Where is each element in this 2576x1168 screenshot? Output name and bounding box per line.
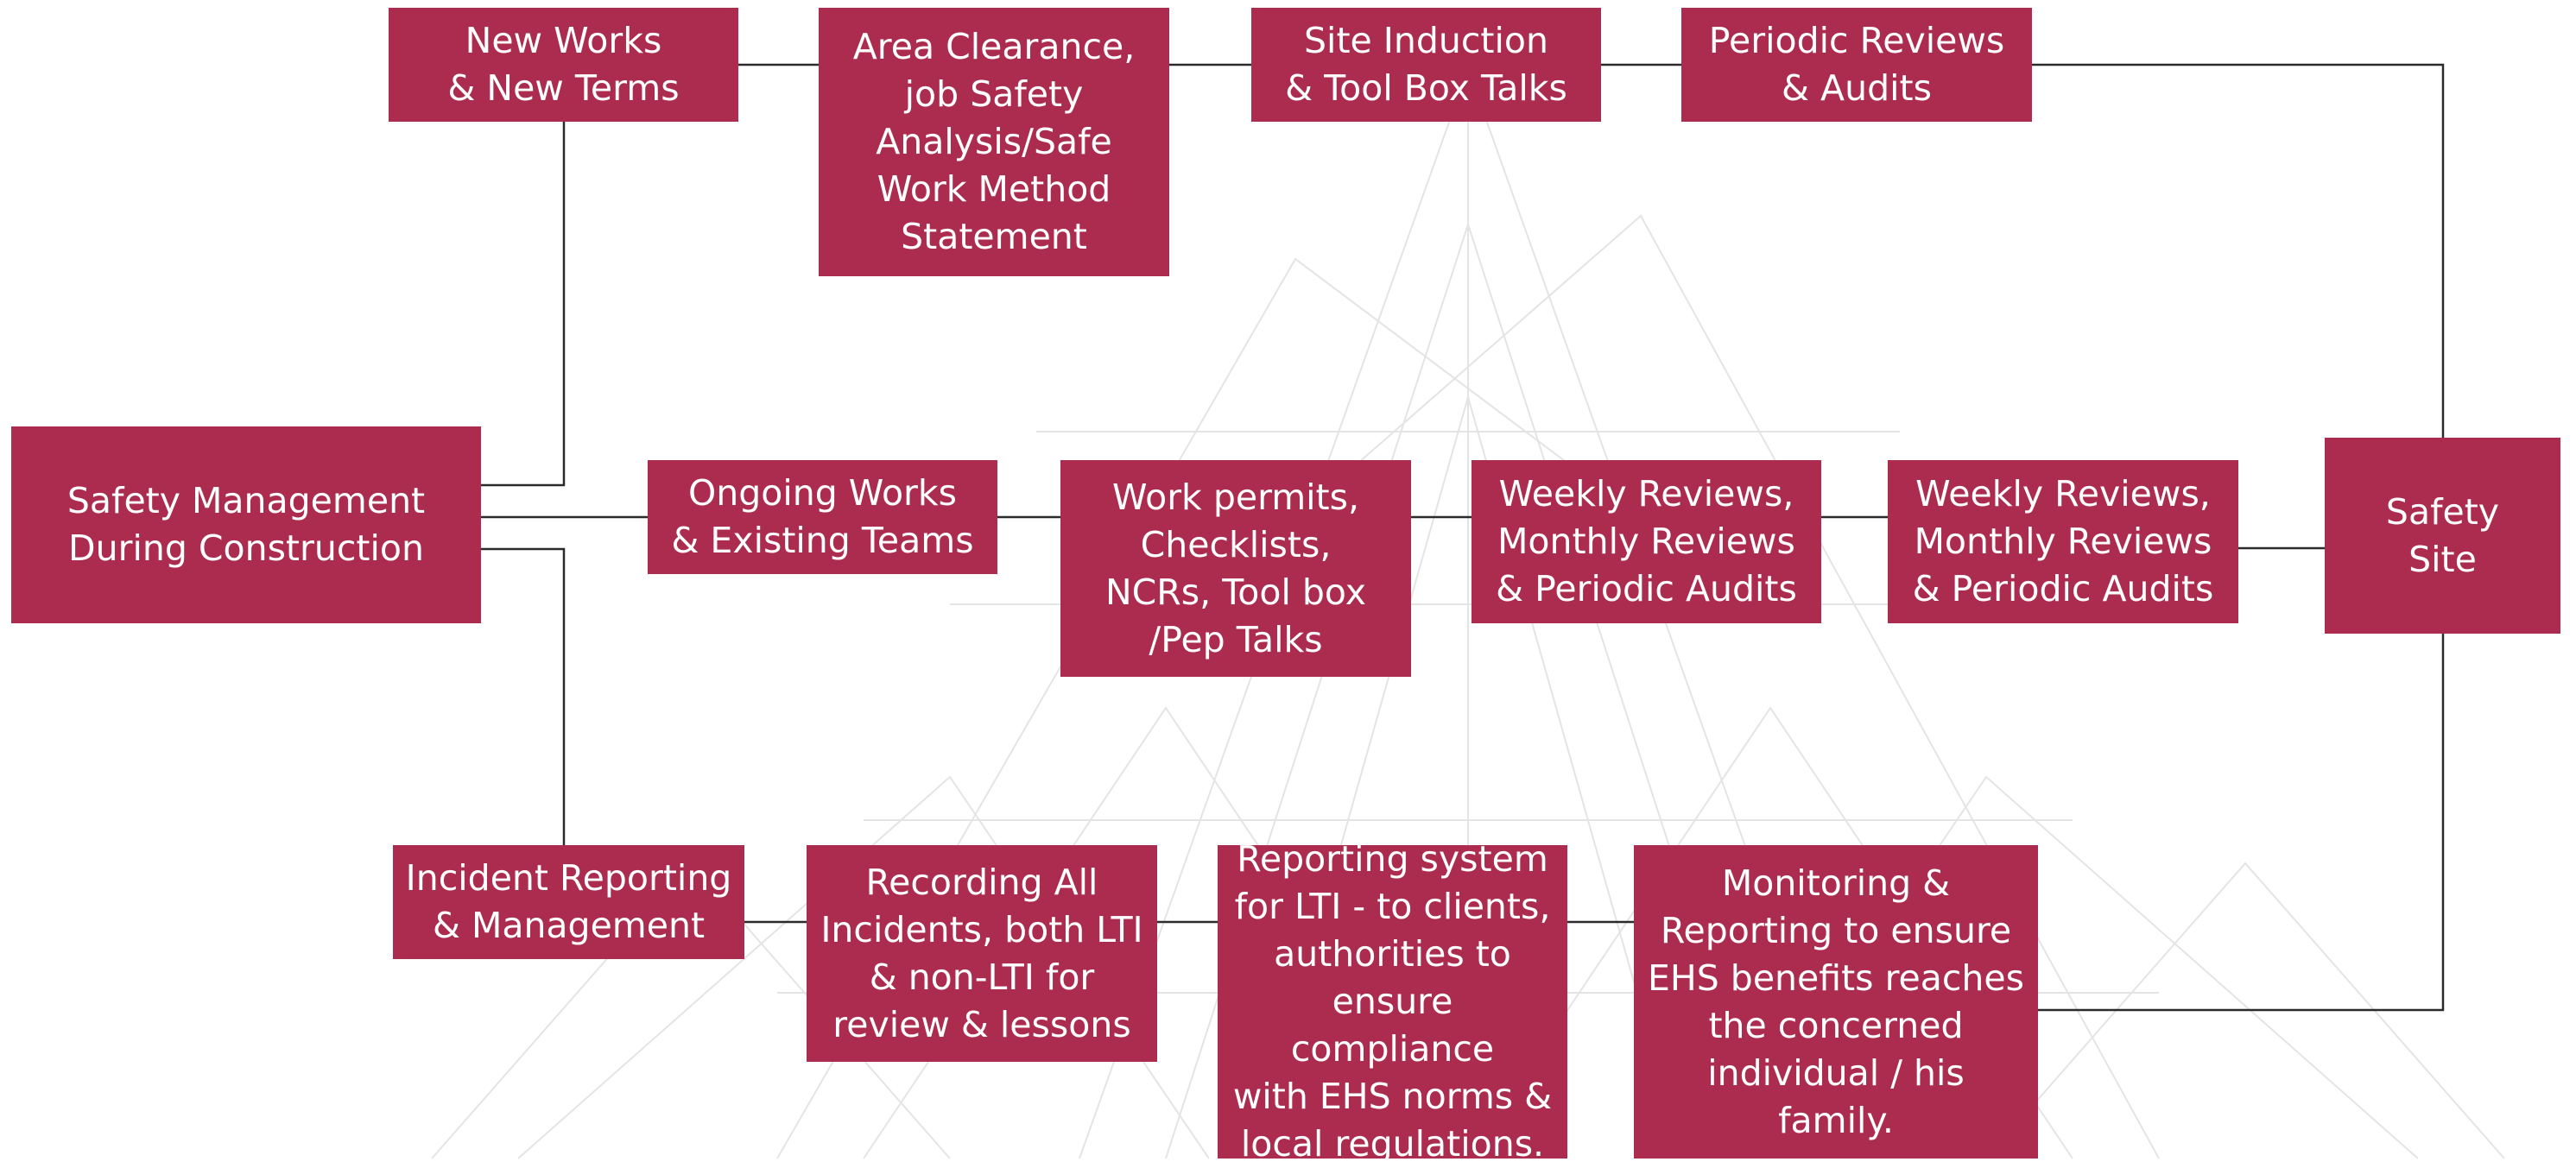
connector-root-to-new-works <box>481 122 566 487</box>
box-safety-management-during-construction: Safety Management During Construction <box>11 426 481 623</box>
connector-monitoring-to-safety-site <box>2038 634 2445 1012</box>
box-site-induction: Site Induction & Tool Box Talks <box>1251 8 1601 122</box>
box-new-works: New Works & New Terms <box>389 8 738 122</box>
box-safety-site: Safety Site <box>2325 438 2560 634</box>
box-weekly-reviews-1: Weekly Reviews, Monthly Reviews & Period… <box>1472 460 1821 623</box>
box-incident-reporting: Incident Reporting & Management <box>393 845 744 959</box>
connector-root-to-incident-reporting <box>481 547 566 845</box>
connector-periodic-reviews-to-safety-site <box>2032 63 2445 438</box>
box-reporting-system: Reporting system for LTI - to clients, a… <box>1218 838 1567 1165</box>
box-work-permits: Work permits, Checklists, NCRs, Tool box… <box>1060 460 1411 677</box>
box-ongoing-works: Ongoing Works & Existing Teams <box>648 460 997 574</box>
box-weekly-reviews-2: Weekly Reviews, Monthly Reviews & Period… <box>1888 460 2238 623</box>
box-recording-incidents: Recording All Incidents, both LTI & non-… <box>807 845 1157 1062</box>
box-area-clearance: Area Clearance, job Safety Analysis/Safe… <box>819 8 1169 276</box>
box-periodic-reviews: Periodic Reviews & Audits <box>1681 8 2032 122</box>
box-monitoring: Monitoring & Reporting to ensure EHS ben… <box>1634 845 2038 1159</box>
